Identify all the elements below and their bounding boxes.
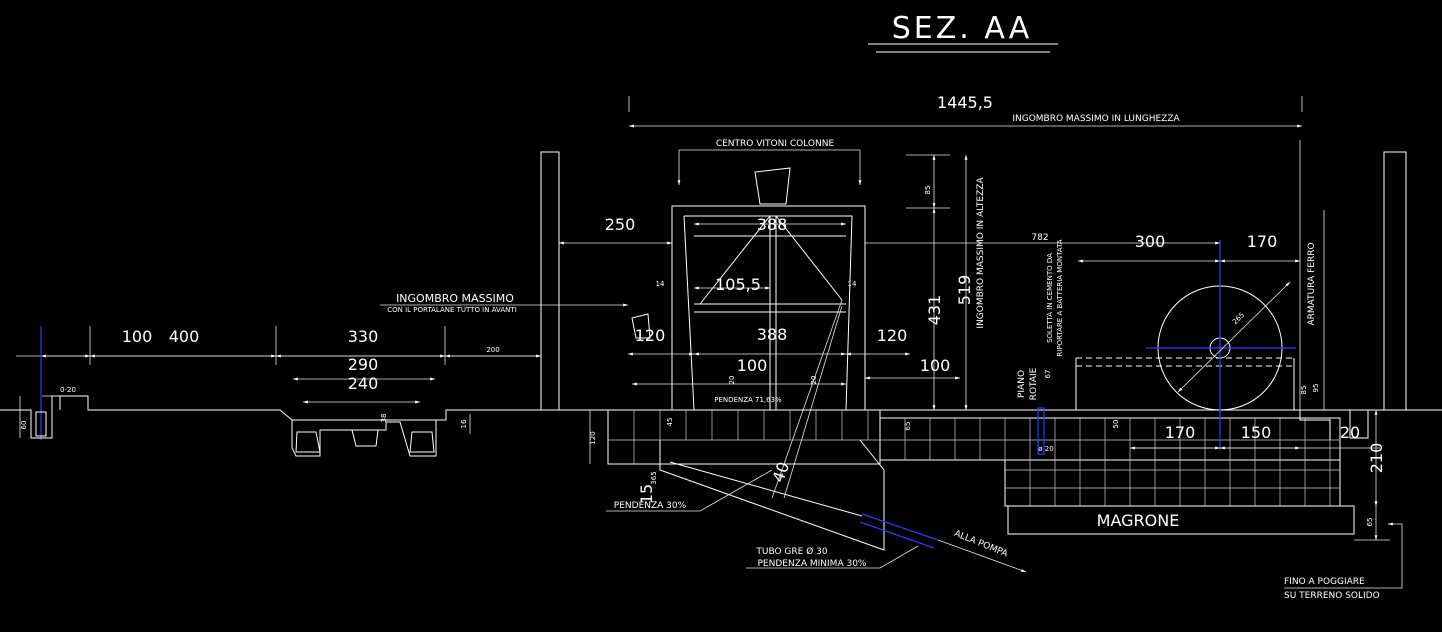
armatura-label: ARMATURA FERRO bbox=[1307, 242, 1317, 325]
tubo-label: TUBO GRE Ø 30 bbox=[755, 546, 827, 557]
dim-290: 290 bbox=[348, 355, 379, 374]
fino-label-2: SU TERRENO SOLIDO bbox=[1284, 591, 1380, 601]
dim-330: 330 bbox=[348, 327, 379, 346]
dim-120-base: 120 bbox=[589, 431, 597, 444]
dim-95: 95 bbox=[1312, 384, 1320, 393]
rail-notch bbox=[351, 429, 379, 447]
dim-100-left: 100 bbox=[122, 327, 153, 346]
dim-388-top: 388 bbox=[757, 215, 788, 234]
machine-frame-outer bbox=[671, 205, 866, 411]
pipe-to-pump-2 bbox=[859, 521, 935, 549]
alla-pompa-label: ALLA POMPA bbox=[953, 529, 1010, 560]
dim-14-left: 14 bbox=[656, 280, 665, 288]
dim-431: 431 bbox=[925, 295, 944, 326]
dim-120-left: 120 bbox=[635, 326, 666, 345]
pendenza-min-label: PENDENZA MINIMA 30% bbox=[758, 559, 867, 569]
foundation-grid bbox=[880, 418, 1340, 506]
dim-85: 85 bbox=[924, 186, 932, 195]
dim-100-mid: 100 bbox=[737, 356, 768, 375]
dim-519: 519 bbox=[955, 275, 974, 306]
portalane-label: CON IL PORTALANE TUTTO IN AVANTI bbox=[387, 306, 517, 314]
fino-label-1: FINO A POGGIARE bbox=[1284, 577, 1365, 587]
slope-pit bbox=[659, 439, 885, 551]
overall-length-label: INGOMBRO MASSIMO IN LUNGHEZZA bbox=[1012, 114, 1180, 124]
dim-65: 65 bbox=[904, 422, 912, 431]
magrone-block bbox=[1007, 505, 1355, 535]
dim-365: 365 bbox=[650, 471, 658, 484]
dim-38: 38 bbox=[380, 414, 388, 423]
piano-label-2: ROTAIE bbox=[1029, 367, 1039, 400]
dim-0-20: 0-20 bbox=[60, 386, 76, 394]
machine-frame-inner bbox=[683, 215, 853, 411]
soletta-label-1: SOLETTA IN CEMENTO DA bbox=[1046, 253, 1054, 343]
dim-20-small: 20 bbox=[728, 376, 736, 385]
pipe-to-pump bbox=[861, 513, 939, 541]
right-small-pit bbox=[1349, 409, 1369, 439]
dim-50: 50 bbox=[1112, 420, 1120, 429]
dim-240: 240 bbox=[348, 374, 379, 393]
basin-grid bbox=[608, 410, 880, 464]
right-wall bbox=[1383, 151, 1407, 411]
soletta-label-2: RIPORTARE A BATTERIA MONTATA bbox=[1056, 239, 1064, 356]
dim-20-small-2: 20 bbox=[810, 376, 818, 385]
magrone-label: MAGRONE bbox=[1097, 511, 1180, 530]
dim-210: 210 bbox=[1367, 443, 1386, 474]
dim-60: 60 bbox=[20, 421, 28, 430]
machine-diagonal-right bbox=[775, 215, 843, 301]
dim-15: 15 bbox=[637, 484, 656, 504]
hook-shape bbox=[631, 313, 651, 339]
left-pit bbox=[0, 395, 61, 439]
dim-400: 400 bbox=[169, 327, 200, 346]
slope-pit-inner bbox=[669, 461, 863, 517]
dim-200: 200 bbox=[486, 346, 499, 354]
dim-170-top: 170 bbox=[1247, 232, 1278, 251]
dim-300: 300 bbox=[1135, 232, 1166, 251]
dim-150: 150 bbox=[1241, 423, 1272, 442]
pendenza-71-label: PENDENZA 71,63% bbox=[714, 396, 782, 404]
dim-170-bot: 170 bbox=[1165, 423, 1196, 442]
rail-supports bbox=[291, 420, 437, 457]
left-pit-inner bbox=[35, 411, 47, 437]
dim-67: 67 bbox=[1044, 370, 1052, 379]
wheel-radius-line bbox=[1177, 281, 1291, 393]
machine-top-bucket bbox=[754, 167, 791, 205]
right-foundation-box bbox=[1299, 410, 1331, 440]
fino-leader bbox=[1284, 522, 1403, 589]
rail-support-left bbox=[295, 431, 321, 453]
rail-support-right bbox=[409, 431, 435, 453]
dim-388-mid: 388 bbox=[757, 325, 788, 344]
dim-250: 250 bbox=[605, 215, 636, 234]
overall-length-value: 1445,5 bbox=[937, 93, 993, 112]
pendenza-30-leader-2 bbox=[699, 469, 773, 512]
dim-782: 782 bbox=[1031, 233, 1048, 243]
ingombro-altezza-label: INGOMBRO MASSIMO IN ALTEZZA bbox=[976, 177, 986, 329]
rail-post bbox=[1037, 407, 1045, 455]
dim-120-right: 120 bbox=[877, 326, 908, 345]
dim-65-right: 65 bbox=[1366, 518, 1374, 527]
ingombro-massimo-label: INGOMBRO MASSIMO bbox=[396, 292, 514, 305]
alla-pompa-arrow bbox=[937, 539, 1027, 573]
dim-100-right: 100 bbox=[920, 356, 951, 375]
dim-45: 45 bbox=[666, 418, 674, 427]
dim-dia-20: ø 20 bbox=[1038, 445, 1053, 453]
centro-vitoni-label: CENTRO VITONI COLONNE bbox=[716, 139, 835, 149]
piano-label-1: PIANO bbox=[1017, 370, 1027, 398]
slab-outline bbox=[1075, 358, 1295, 410]
dim-265: 265 bbox=[1231, 311, 1246, 326]
machine-diagonal-long bbox=[771, 299, 843, 499]
dim-105-5: 105,5 bbox=[715, 275, 761, 294]
pendenza-30-label: PENDENZA 30% bbox=[614, 501, 687, 511]
dim-20-right: 20 bbox=[1340, 423, 1360, 442]
left-wall bbox=[540, 151, 560, 411]
dim-85-right: 85 bbox=[1300, 386, 1308, 395]
machine-diagonal-long2 bbox=[783, 305, 843, 499]
pendenza-min-leader bbox=[879, 545, 919, 569]
drawing-title: SEZ. AA bbox=[892, 11, 1033, 46]
floor-slope bbox=[60, 395, 542, 421]
dim-14-right: 14 bbox=[848, 280, 857, 288]
right-foundation-top bbox=[879, 417, 1341, 461]
dim-16: 16 bbox=[460, 419, 468, 428]
basin-outer bbox=[607, 409, 881, 465]
